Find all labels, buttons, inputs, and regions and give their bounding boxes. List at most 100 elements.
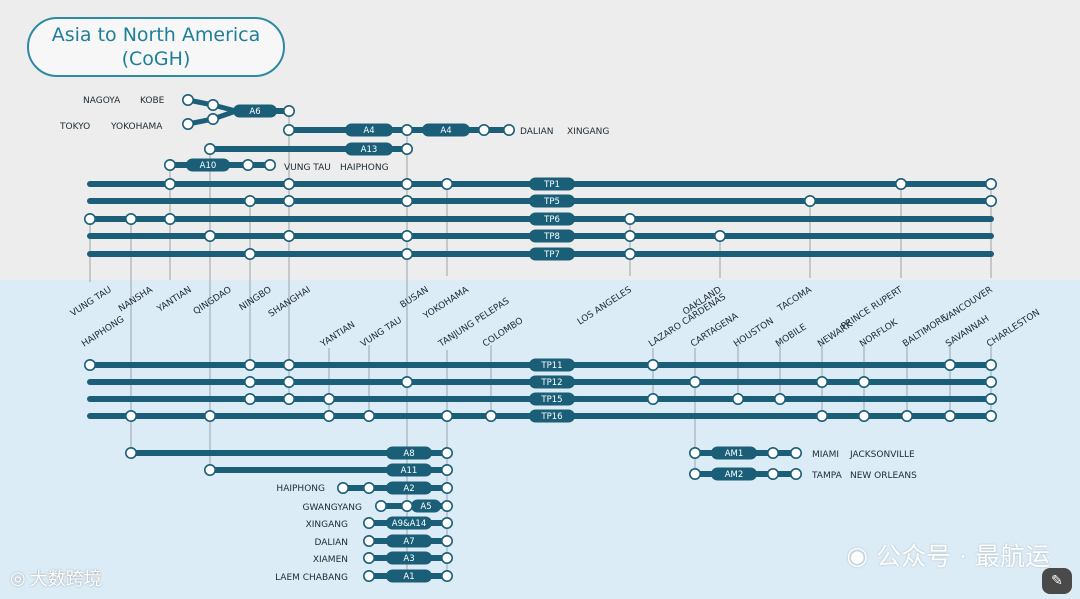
service-am2-pill — [711, 467, 757, 481]
port-call-node — [400, 195, 413, 208]
service-a9-a14-pill — [386, 516, 432, 530]
service-a4-first-label: A4 — [363, 126, 374, 136]
service-a4-second-pill — [422, 123, 470, 137]
service-a1-pill — [386, 569, 432, 583]
port-call-node — [713, 230, 726, 243]
service-tp7-label: TP7 — [543, 250, 560, 260]
port-node — [400, 143, 413, 156]
port-call-node — [943, 409, 956, 422]
port-call-node — [646, 392, 659, 405]
wechat-icon: ◉ — [846, 540, 869, 570]
port-node — [374, 499, 387, 512]
port-label: HAIPHONG — [80, 315, 126, 350]
port-node — [164, 159, 177, 172]
service-am2-label: AM2 — [725, 470, 744, 480]
port-call-nodes — [84, 94, 997, 582]
magic-wand-icon: ✎ — [1051, 573, 1063, 589]
service-am1-pill — [711, 446, 757, 460]
north-america-region-band — [0, 280, 1080, 599]
port-label: YANTIAN — [318, 320, 357, 350]
port-node — [440, 481, 453, 494]
port-label: QINGDAO — [192, 285, 234, 317]
port-call-node — [688, 375, 701, 388]
port-node — [336, 481, 349, 494]
port-call-node — [164, 213, 177, 226]
port-call-node — [984, 375, 997, 388]
port-label: XINGANG — [567, 127, 609, 137]
port-label: HAIPHONG — [276, 484, 325, 494]
port-call-node — [857, 375, 870, 388]
port-call-node — [164, 178, 177, 191]
service-tp15-label: TP15 — [540, 395, 562, 405]
port-node — [362, 569, 375, 582]
port-label: TOKYO — [59, 122, 90, 132]
service-a13-label: A13 — [361, 145, 378, 155]
port-node — [440, 499, 453, 512]
port-call-node — [623, 230, 636, 243]
port-call-node — [400, 375, 413, 388]
port-call-node — [857, 409, 870, 422]
service-a6-pill — [233, 104, 277, 118]
port-call-node — [900, 409, 913, 422]
port-call-node — [84, 213, 97, 226]
service-a2-label: A2 — [403, 484, 414, 494]
port-label: YOKOHAMA — [421, 285, 471, 322]
service-a11-pill — [386, 463, 432, 477]
port-label: XINGANG — [306, 520, 348, 530]
port-call-node — [322, 392, 335, 405]
port-call-node — [984, 392, 997, 405]
service-tp15-pill — [529, 392, 575, 406]
port-call-node — [282, 358, 295, 371]
service-tp11-label: TP11 — [540, 361, 562, 371]
port-node — [766, 446, 779, 459]
port-label: HAIPHONG — [340, 163, 389, 173]
port-label: TAMPA — [811, 471, 843, 481]
port-call-node — [984, 409, 997, 422]
port-label: NEWARK — [816, 319, 855, 349]
port-call-node — [282, 230, 295, 243]
port-label: LAEM CHABANG — [275, 573, 348, 583]
wechat-watermark-text: 公众号 · 最航运 — [876, 542, 1050, 571]
port-call-node — [773, 392, 786, 405]
port-label: BUSAN — [399, 285, 431, 311]
port-node — [440, 551, 453, 564]
title-box: Asia to North America (CoGH) — [27, 17, 285, 77]
title-line-2: (CoGH) — [121, 48, 191, 70]
port-call-node — [244, 392, 257, 405]
port-call-node — [440, 178, 453, 191]
port-call-node — [400, 230, 413, 243]
port-label: KOBE — [140, 96, 165, 106]
port-call-node — [623, 248, 636, 261]
source-watermark-text: 大数跨境 — [29, 569, 102, 590]
port-node — [204, 143, 217, 156]
port-call-node — [244, 358, 257, 371]
service-a9-a14-label: A9&A14 — [392, 519, 426, 529]
port-label: GWANGYANG — [303, 503, 362, 513]
port-node — [362, 534, 375, 547]
port-call-node — [646, 358, 659, 371]
service-a3-pill — [386, 551, 432, 565]
port-call-node — [803, 195, 816, 208]
port-call-node — [125, 213, 138, 226]
port-node — [477, 124, 490, 137]
port-call-node — [362, 409, 375, 422]
port-node — [362, 481, 375, 494]
port-call-node — [894, 178, 907, 191]
port-label: DALIAN — [520, 127, 554, 137]
port-node — [207, 99, 220, 112]
port-node — [400, 124, 413, 137]
port-label: VUNG TAU — [69, 285, 114, 319]
port-label: MOBILE — [774, 322, 809, 349]
service-tp6-pill — [529, 212, 575, 226]
magic-wand-button[interactable]: ✎ — [1042, 568, 1072, 594]
service-tp16-label: TP16 — [540, 412, 562, 422]
port-label: NINGBO — [238, 285, 274, 313]
port-node — [440, 463, 453, 476]
port-label: NAGOYA — [83, 96, 121, 106]
port-label: LAZARO CARDENAS — [647, 292, 728, 349]
port-node — [440, 516, 453, 529]
service-route-lines — [87, 97, 994, 579]
service-a11-label: A11 — [401, 466, 418, 476]
